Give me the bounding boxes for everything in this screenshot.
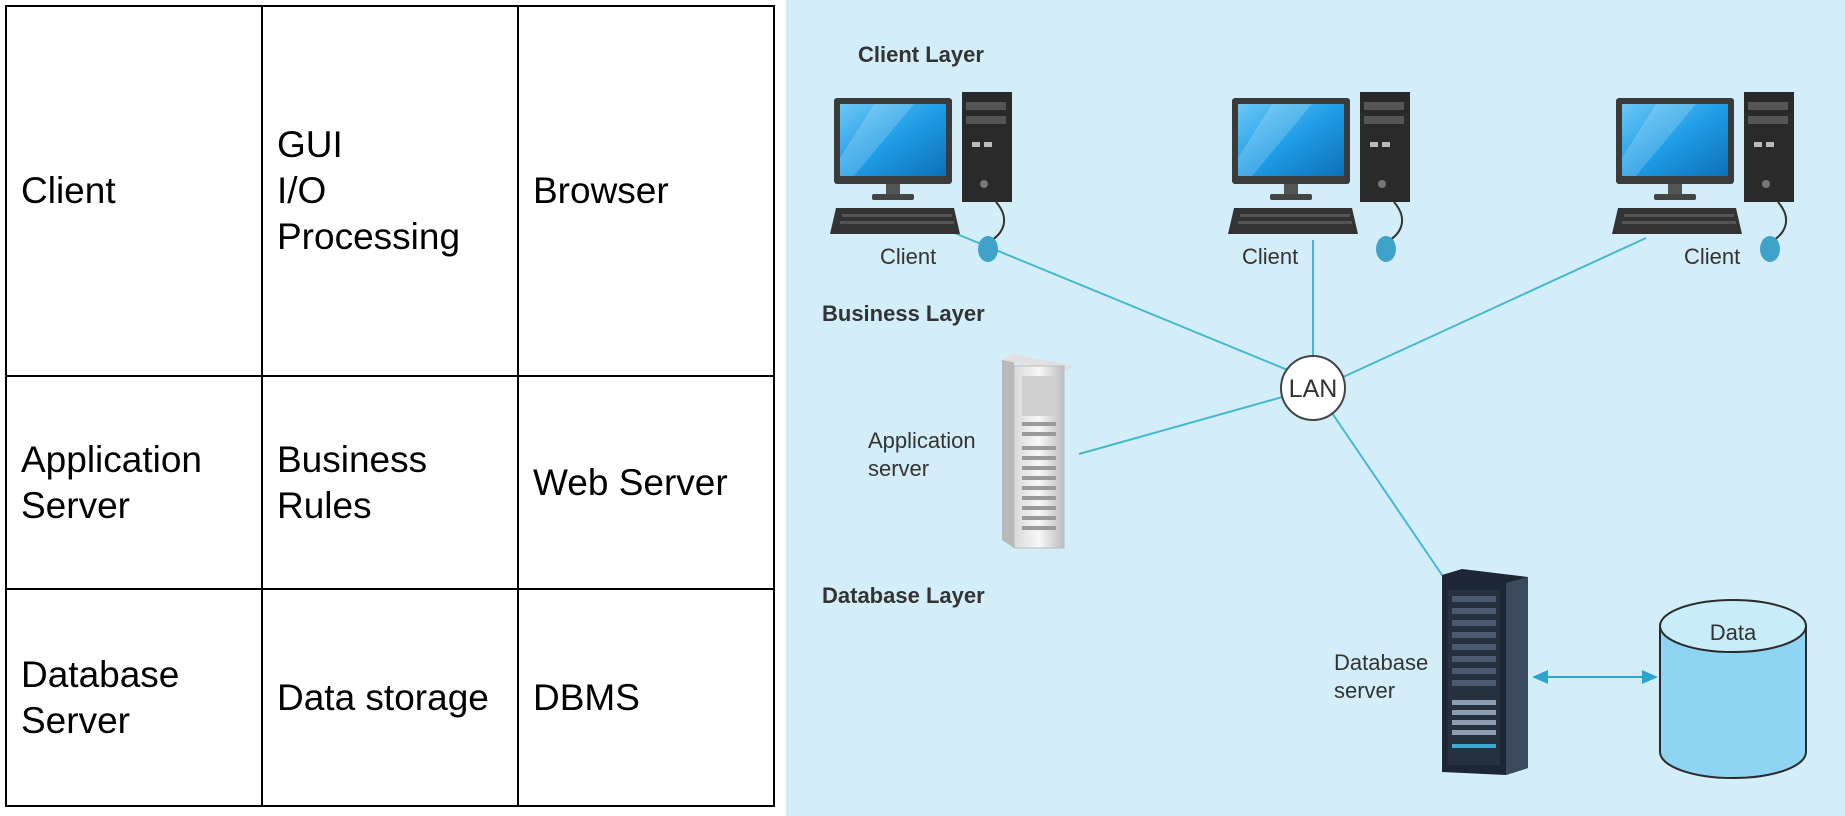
function-cell: Data storage xyxy=(261,588,519,807)
lan-label: LAN xyxy=(1289,375,1338,403)
architecture-diagram: Client Layer Business Layer Database Lay… xyxy=(822,42,1807,779)
application-server: Application server xyxy=(868,354,1074,549)
db-server-label: Database xyxy=(1334,650,1428,675)
client-computer-2: Client xyxy=(1227,91,1411,269)
database-layer-label: Database Layer xyxy=(822,583,985,608)
db-server-label: server xyxy=(1334,678,1395,703)
rack-server-icon xyxy=(1442,569,1528,775)
database-cylinder-icon xyxy=(1659,599,1807,779)
link-line xyxy=(1340,237,1647,379)
desktop-computer-icon xyxy=(1227,91,1411,263)
app-server-label: server xyxy=(868,456,929,481)
link-line xyxy=(1331,412,1443,576)
link-line xyxy=(1078,395,1287,455)
software-cell: DBMS xyxy=(517,588,775,807)
client-label: Client xyxy=(880,244,936,269)
software-cell: Browser xyxy=(517,5,775,377)
client-layer-label: Client Layer xyxy=(858,42,984,67)
lan-hub: LAN xyxy=(1280,355,1346,421)
data-arrow xyxy=(1532,670,1658,684)
client-label: Client xyxy=(1242,244,1298,269)
data-store: Data xyxy=(1659,599,1807,779)
database-server: Database server xyxy=(1334,569,1528,775)
client-computer-3: Client xyxy=(1611,91,1795,269)
data-label: Data xyxy=(1710,620,1757,645)
tier-cell: Client xyxy=(5,5,263,377)
client-computer-1: Client xyxy=(829,91,1013,269)
app-server-label: Application xyxy=(868,428,976,453)
software-cell: Web Server xyxy=(517,375,775,590)
desktop-computer-icon xyxy=(1611,91,1795,263)
desktop-computer-icon xyxy=(829,91,1013,263)
tower-server-icon xyxy=(1002,354,1074,549)
client-label: Client xyxy=(1684,244,1740,269)
business-layer-label: Business Layer xyxy=(822,301,985,326)
link-line xyxy=(951,231,1313,381)
